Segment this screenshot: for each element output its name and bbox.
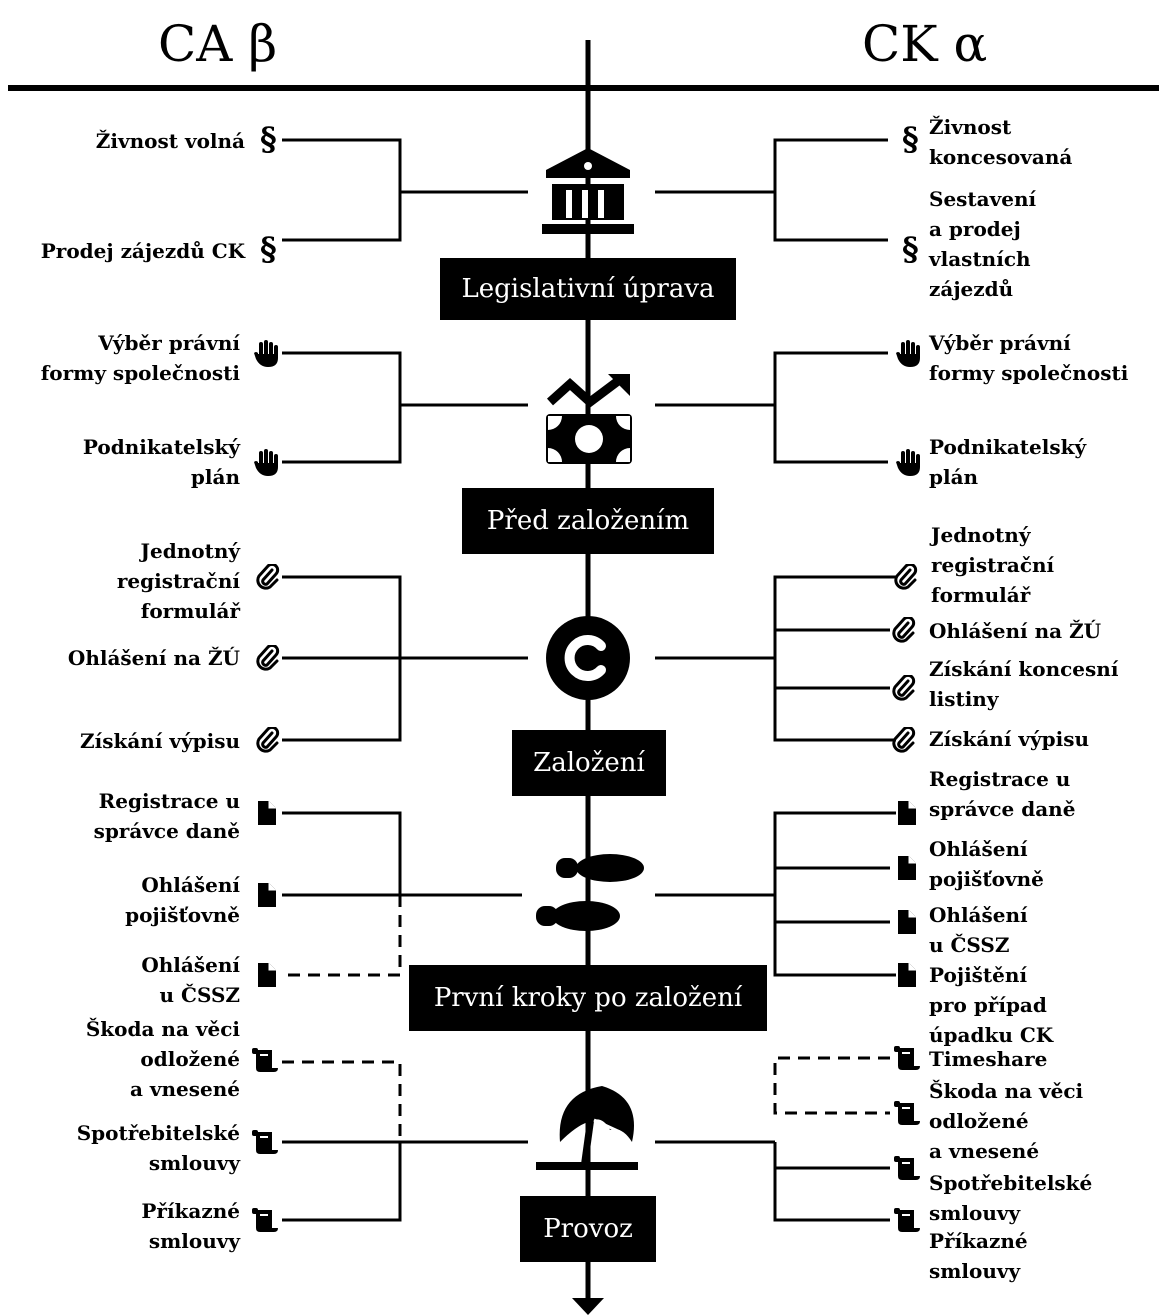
stage-legislation-box: Legislativní úprava [440,258,736,320]
left-founding-item: Ohlášení na ŽÚ [67,646,240,670]
hand-icon [896,340,922,373]
beach-umbrella-icon [536,1086,638,1170]
scroll-icon [892,1208,922,1237]
right-operation-item: Škoda na věci odložené a vnesené [929,1079,1084,1163]
svg-text:§: § [260,232,277,266]
hand-icon [896,449,922,482]
section-icon: § [902,120,924,161]
left-founding-item: Jednotný registrační formulář [116,539,240,623]
right-first-steps-item: Ohlášení u ČSSZ [929,903,1028,957]
scroll-icon [250,1048,280,1077]
bracket-right-3 [773,575,896,742]
svg-text:§: § [902,122,919,156]
right-column-title: CK α [862,15,988,73]
left-legislation-item: Živnost volná [95,129,245,153]
bracket-right-4 [773,811,896,977]
section-icon: § [902,230,924,271]
bracket-right-5 [773,1142,890,1222]
bracket-left-1 [282,138,402,242]
document-icon [258,883,276,912]
left-first-steps-item: Ohlášení u ČSSZ [141,953,240,1007]
document-icon [898,910,916,939]
document-icon [258,801,276,830]
scroll-icon [250,1208,280,1237]
left-before-item: Výběr právní formy společnosti [40,331,240,385]
scroll-icon [892,1101,922,1130]
paperclip-icon [256,725,280,758]
right-founding-item: Získání koncesní listiny [929,657,1119,711]
right-first-steps-item: Ohlášení pojišťovně [929,837,1044,891]
paperclip-icon [256,643,280,676]
left-founding-item: Získání výpisu [80,729,240,753]
right-before-item: Podnikatelský plán [929,435,1087,489]
left-first-steps-item: Ohlášení pojišťovně [125,873,240,927]
paperclip-icon [892,673,916,706]
bracket-left-5 [282,1142,402,1222]
bracket-left-4 [282,811,402,895]
bracket-right-2 [773,351,888,464]
bank-icon [542,148,634,234]
right-operation-item: Příkazné smlouvy [929,1229,1028,1283]
right-operation-item: Timeshare [929,1047,1048,1071]
svg-text:§: § [902,232,919,266]
right-founding-item: Ohlášení na ŽÚ [929,619,1102,643]
hand-icon [254,340,280,373]
paperclip-icon [256,562,280,595]
left-operation-item: Příkazné smlouvy [141,1199,240,1253]
left-first-steps-item: Registrace u správce daně [93,789,240,843]
paperclip-icon [892,725,916,758]
bracket-right-1 [773,138,888,242]
right-legislation-item: Sestavení a prodej vlastních zájezdů [929,187,1037,301]
right-legislation-item: Živnost koncesovaná [929,115,1073,169]
stage-before-box: Před založením [462,488,714,554]
svg-text:§: § [260,122,277,156]
dashed-left-4 [282,895,402,977]
document-icon [258,963,276,992]
money-trend-icon [546,374,632,464]
stage-operation-box: Provoz [520,1196,656,1262]
bracket-left-2 [282,351,402,464]
hand-icon [254,449,280,482]
right-before-item: Výběr právní formy společnosti [929,331,1129,385]
section-icon: § [260,120,282,161]
dashed-left-5 [282,1060,402,1142]
right-founding-item: Získání výpisu [929,727,1089,751]
scroll-icon [892,1156,922,1185]
document-icon [898,856,916,885]
scroll-icon [892,1046,922,1075]
left-operation-item: Spotřebitelské smlouvy [76,1121,240,1175]
left-operation-item: Škoda na věci odložené a vnesené [85,1017,240,1101]
footsteps-icon [536,854,644,931]
copyright-icon [546,616,630,700]
document-icon [898,801,916,830]
left-before-item: Podnikatelský plán [82,435,240,489]
right-first-steps-item: Registrace u správce daně [929,767,1076,821]
left-legislation-item: Prodej zájezdů CK [40,239,245,263]
stage-first-steps-box: První kroky po založení [409,965,767,1031]
timeline-arrowhead [572,1298,604,1315]
right-first-steps-item: Pojištění pro případ úpadku CK [929,963,1054,1047]
document-icon [898,963,916,992]
right-operation-item: Spotřebitelské smlouvy [929,1171,1093,1225]
section-icon: § [260,230,282,271]
left-column-title: CA β [158,15,278,73]
paperclip-icon [894,562,918,595]
scroll-icon [250,1130,280,1159]
stage-founding-box: Založení [512,730,666,796]
dashed-right-5a [773,1056,890,1115]
paperclip-icon [892,615,916,648]
right-founding-item: Jednotný registrační formulář [931,523,1055,607]
